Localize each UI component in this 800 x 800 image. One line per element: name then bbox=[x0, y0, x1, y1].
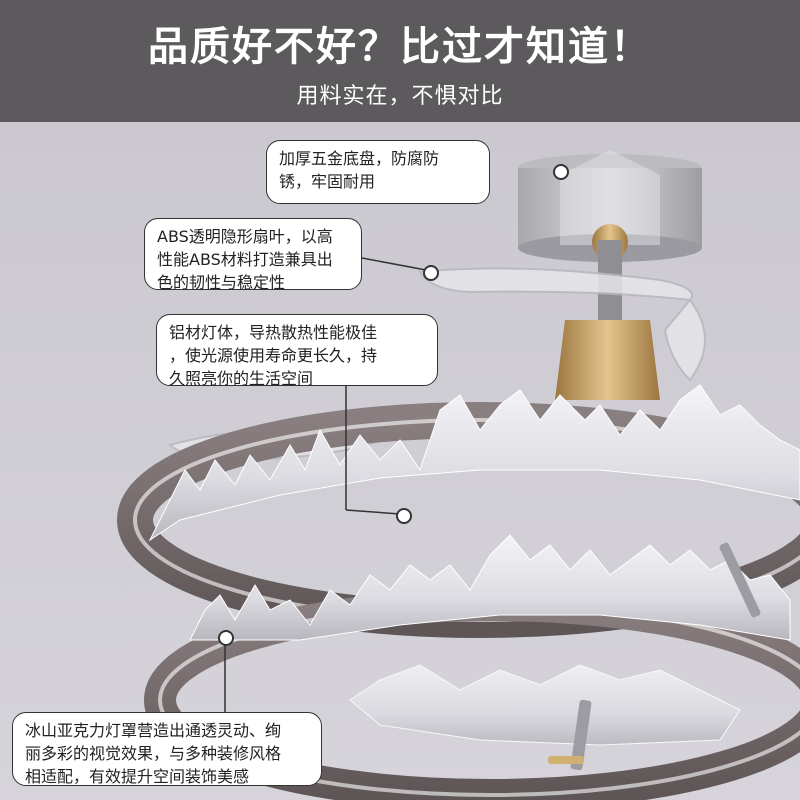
callout-leader-lines bbox=[224, 257, 427, 712]
callout-line: ABS透明隐形扇叶，以高 bbox=[157, 227, 333, 246]
callout-line: 锈，牢固耐用 bbox=[279, 172, 376, 191]
upper-ice-crystals bbox=[148, 384, 800, 542]
callout-line: 冰山亚克力灯罩营造出通透灵动、绚 bbox=[25, 721, 282, 740]
callout-line: 色的韧性与稳定性 bbox=[157, 273, 286, 292]
ceiling-fan-light-image bbox=[0, 122, 800, 800]
page-subtitle: 用料实在，不惧对比 bbox=[296, 84, 504, 109]
motor-housing bbox=[555, 320, 660, 400]
support-rods bbox=[548, 542, 761, 771]
callout-blades: ABS透明隐形扇叶，以高 性能ABS材料打造兼具出 色的韧性与稳定性 bbox=[144, 218, 362, 292]
blade-indicator-dot bbox=[423, 265, 439, 281]
callout-line: 久照亮你的生活空间 bbox=[169, 369, 314, 388]
callout-line: 铝材灯体，导热散热性能极佳 bbox=[169, 323, 378, 342]
header-banner: 品质好不好？比过才知道！ 用料实在，不惧对比 bbox=[0, 0, 800, 122]
shade-indicator-dot bbox=[218, 630, 234, 646]
page-title: 品质好不好？比过才知道！ bbox=[148, 24, 652, 70]
lower-ice-crystals bbox=[189, 534, 791, 746]
callout-base-plate: 加厚五金底盘，防腐防 锈，牢固耐用 bbox=[266, 140, 490, 204]
callout-aluminum-body: 铝材灯体，导热散热性能极佳 ，使光源使用寿命更长久，持 久照亮你的生活空间 bbox=[156, 314, 438, 388]
canopy-base bbox=[518, 150, 702, 330]
callout-line: 丽多彩的视觉效果，与多种装修风格 bbox=[25, 744, 282, 763]
callout-line: 加厚五金底盘，防腐防 bbox=[279, 149, 440, 168]
callout-line: ，使光源使用寿命更长久，持 bbox=[169, 346, 378, 365]
callout-line: 性能ABS材料打造兼具出 bbox=[157, 250, 333, 269]
body-indicator-dot bbox=[396, 508, 412, 524]
callout-line: 相适配，有效提升空间装饰美感 bbox=[25, 767, 250, 786]
canopy-indicator-dot bbox=[553, 164, 569, 180]
callout-acrylic-shade: 冰山亚克力灯罩营造出通透灵动、绚 丽多彩的视觉效果，与多种装修风格 相适配，有效… bbox=[12, 712, 322, 786]
